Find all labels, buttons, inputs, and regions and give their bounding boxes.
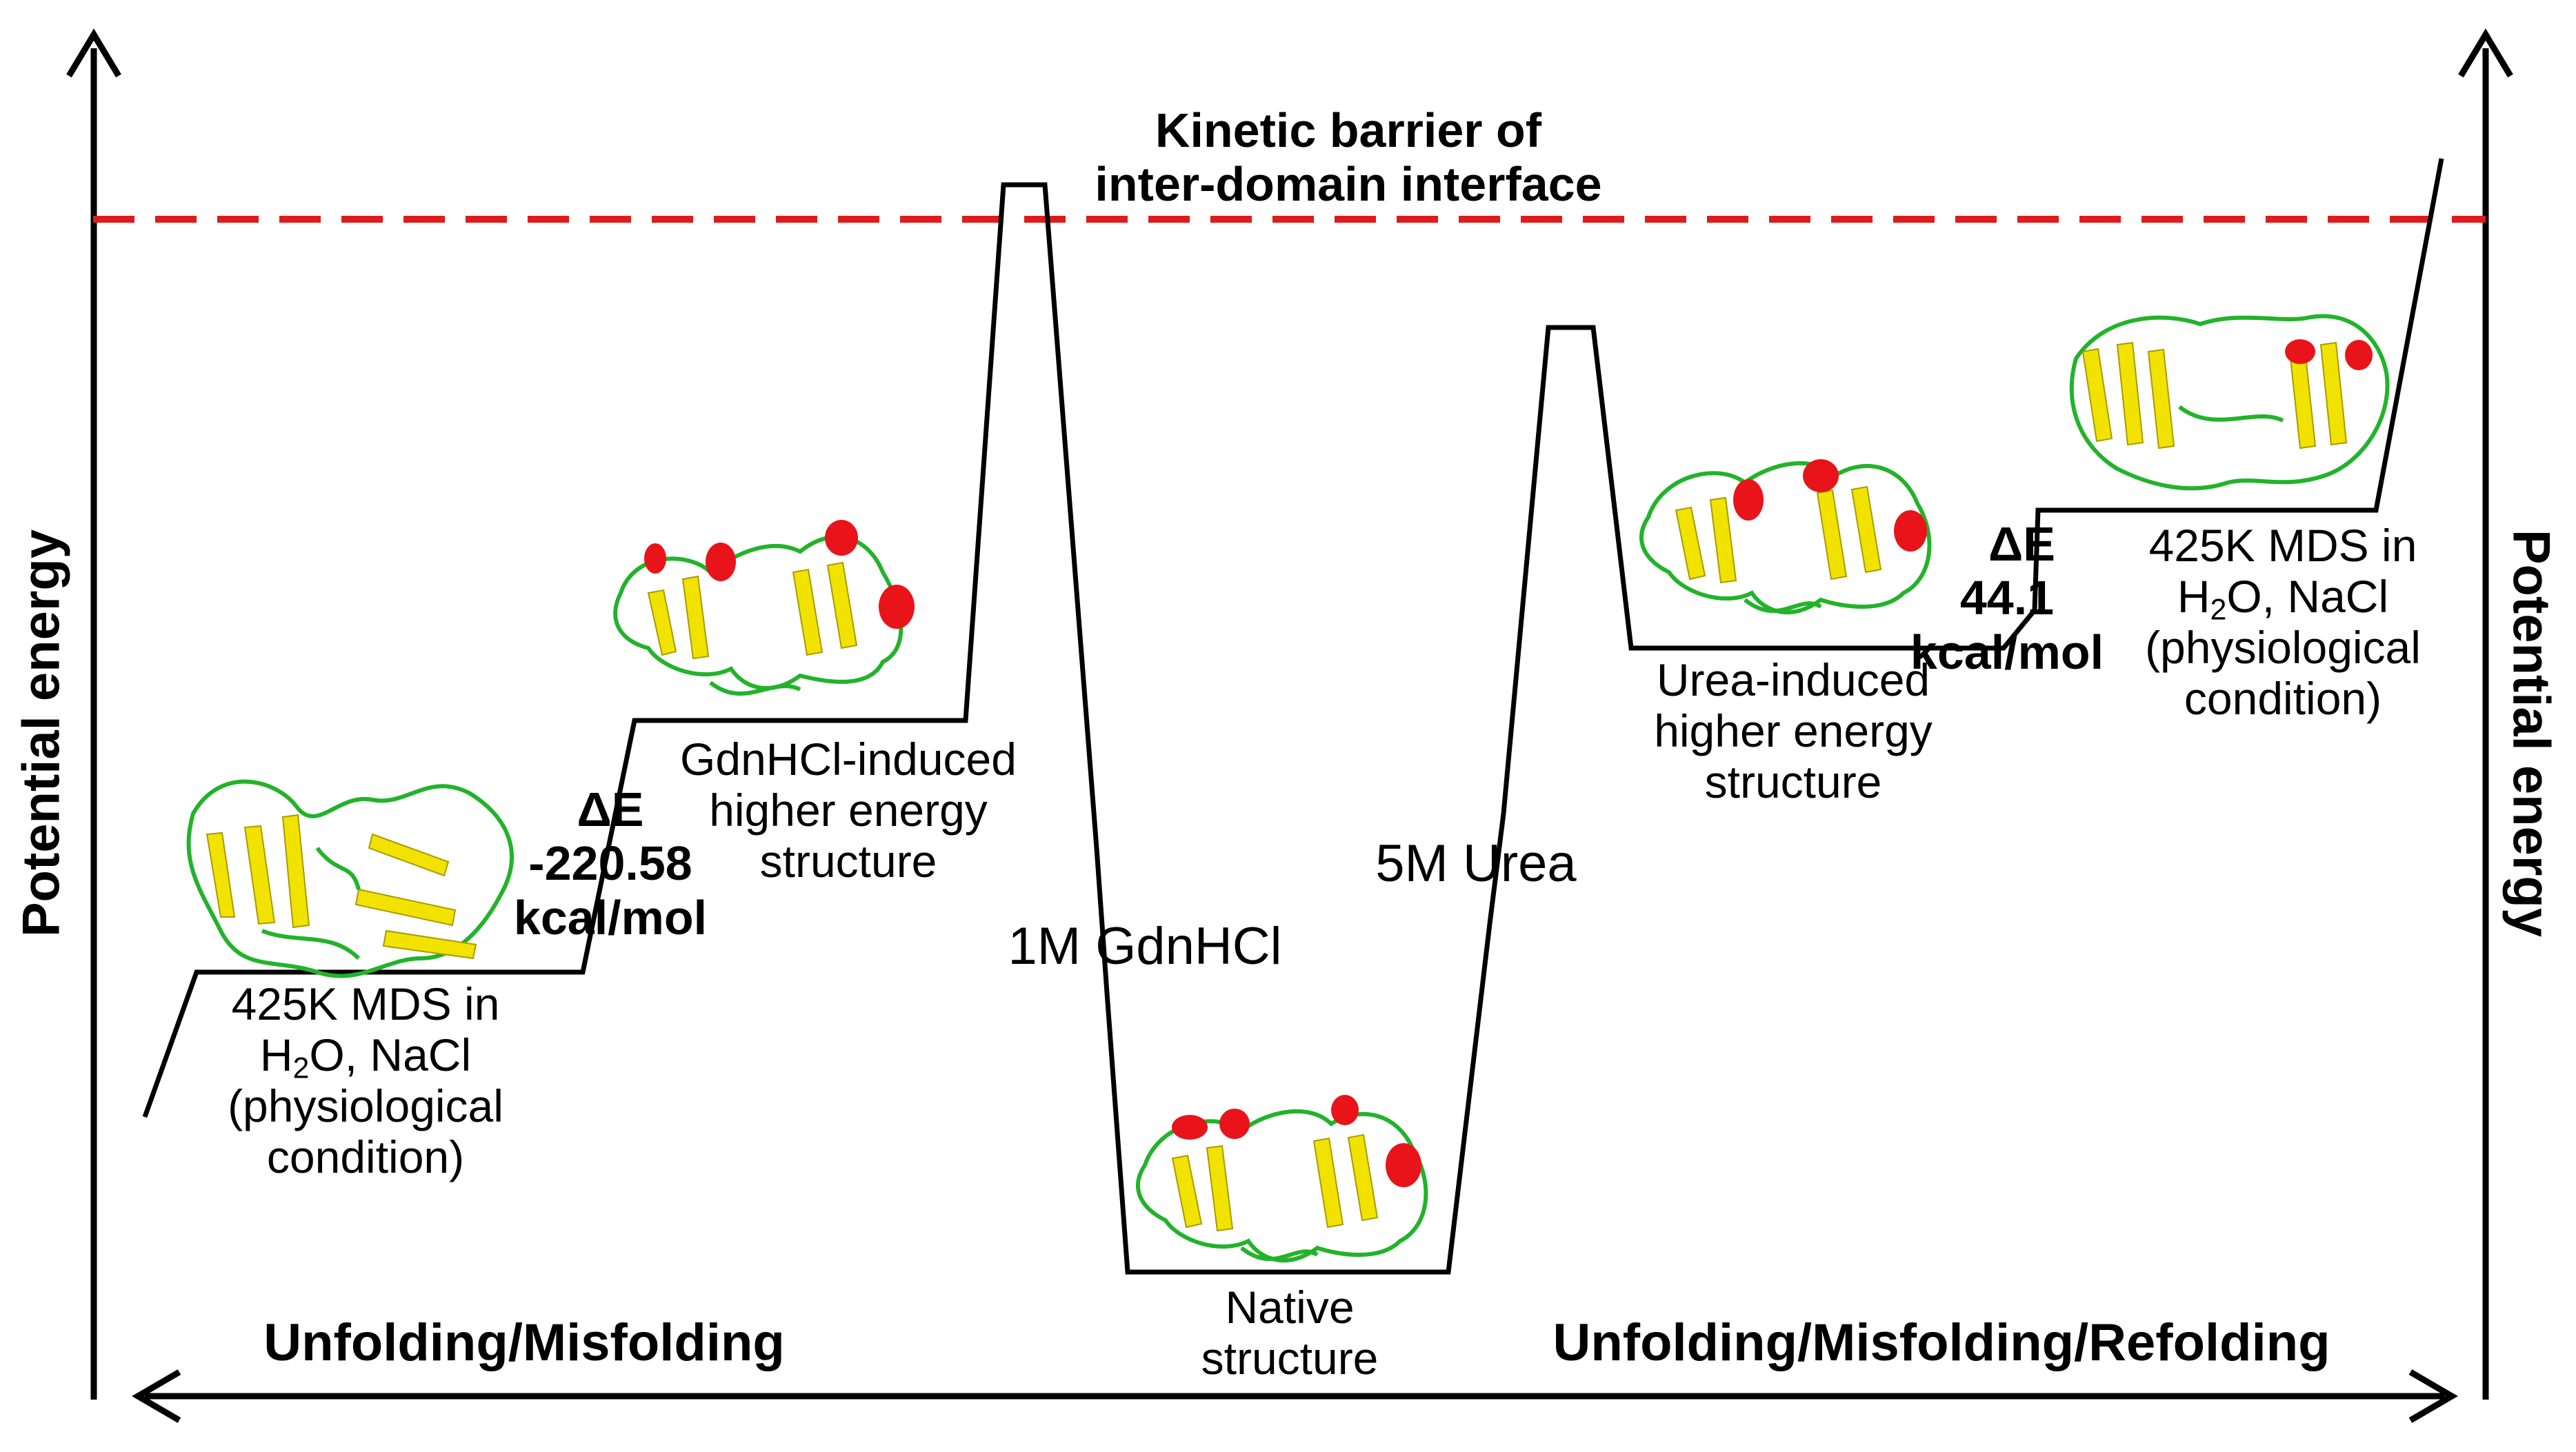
barrier-title-line2: inter-domain interface	[1095, 157, 1602, 212]
barrier-title: Kinetic barrier of inter-domain interfac…	[1055, 103, 1641, 212]
delta-e-right-unit: kcal/mol	[1910, 625, 2104, 679]
delta-e-left-symbol: ΔE	[577, 783, 644, 836]
left-state-line1: 425K MDS in	[231, 978, 500, 1029]
left-state-label: 425K MDS in H2O, NaCl (physiological con…	[193, 978, 538, 1183]
delta-e-left-unit: kcal/mol	[513, 890, 708, 945]
right-state-label: 425K MDS in H2O, NaCl (physiological con…	[2110, 520, 2455, 725]
protein-structure-left-icon	[186, 779, 514, 978]
gdnhcl-state-label: GdnHCl-induced higher energy structure	[641, 734, 1055, 887]
gdnhcl-condition-label: 1M GdnHCl	[1008, 917, 1282, 976]
energy-profile-line	[142, 158, 2444, 1275]
urea-state-line3: structure	[1704, 756, 1882, 807]
delta-e-right-symbol: ΔE	[1988, 517, 2055, 571]
bottom-right-label: Unfolding/Misfolding/Refolding	[1552, 1313, 2330, 1372]
left-state-line3: (physiological	[228, 1080, 503, 1131]
delta-e-left: ΔE -220.58 kcal/mol	[497, 783, 724, 945]
urea-condition-label: 5M Urea	[1375, 834, 1577, 893]
native-state-line2: structure	[1201, 1332, 1379, 1384]
delta-e-right-value: 44.1	[1959, 571, 2055, 625]
gdnhcl-state-line3: structure	[759, 835, 937, 887]
urea-state-label: Urea-induced higher energy structure	[1607, 654, 1979, 808]
protein-structure-native-icon	[1136, 1095, 1428, 1263]
right-state-line3: (physiological	[2145, 621, 2421, 673]
protein-structure-gdnhcl-icon	[613, 520, 915, 696]
urea-state-line1: Urea-induced	[1656, 654, 1930, 705]
right-state-line2: H2O, NaCl	[2177, 570, 2389, 627]
left-axis-label: Potential energy	[12, 529, 71, 938]
left-state-line4: condition)	[266, 1131, 465, 1182]
delta-e-left-value: -220.58	[528, 836, 692, 891]
gdnhcl-state-line1: GdnHCl-induced	[680, 734, 1017, 785]
urea-state-line2: higher energy	[1654, 705, 1933, 756]
bottom-double-arrow	[132, 1369, 2458, 1423]
left-state-line2: H2O, NaCl	[259, 1029, 472, 1085]
right-state-line4: condition)	[2184, 672, 2382, 724]
barrier-title-line1: Kinetic barrier of	[1155, 103, 1542, 157]
protein-structure-right-icon	[2069, 314, 2390, 491]
native-state-line1: Native	[1225, 1282, 1355, 1333]
delta-e-right: ΔE 44.1 kcal/mol	[1904, 517, 2110, 679]
bottom-left-label: Unfolding/Misfolding	[263, 1313, 785, 1372]
right-axis	[2458, 28, 2513, 1400]
left-axis	[66, 28, 121, 1400]
right-state-line1: 425K MDS in	[2148, 520, 2417, 571]
right-axis-label: Potential energy	[2502, 529, 2561, 938]
protein-structure-urea-icon	[1639, 459, 1932, 615]
native-state-label: Native structure	[1117, 1282, 1462, 1384]
gdnhcl-state-line2: higher energy	[709, 784, 988, 836]
